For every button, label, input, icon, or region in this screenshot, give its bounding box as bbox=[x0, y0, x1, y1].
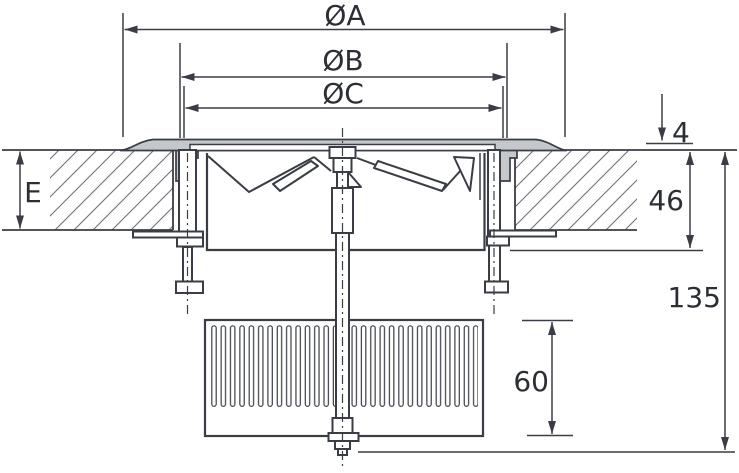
dim-label-46: 46 bbox=[648, 184, 684, 217]
dim-label-e: E bbox=[24, 176, 42, 209]
floor-slab-left bbox=[2, 149, 174, 231]
threaded-rod-left bbox=[132, 149, 204, 316]
dim-label-dia-c: ØC bbox=[322, 77, 364, 110]
hatch-fill-right bbox=[515, 150, 637, 230]
hatch-fill-left bbox=[50, 150, 173, 230]
bolt-head-right bbox=[484, 280, 509, 294]
threaded-rod-right bbox=[484, 149, 557, 316]
dimensions: ØA ØB ØC E 4 46 135 60 bbox=[16, 0, 735, 453]
dim-label-135: 135 bbox=[668, 281, 721, 314]
dim-label-60: 60 bbox=[513, 365, 549, 398]
swirl-blades bbox=[207, 155, 475, 193]
bracket-bar-left bbox=[132, 230, 204, 239]
floor-slab-right bbox=[514, 149, 737, 231]
central-spindle bbox=[327, 128, 360, 470]
dim-label-dia-b: ØB bbox=[322, 44, 363, 77]
dim-label-4: 4 bbox=[672, 116, 690, 149]
bolt-head-left bbox=[175, 280, 204, 294]
dim-label-dia-a: ØA bbox=[324, 0, 365, 32]
bracket-bar-right bbox=[489, 229, 557, 238]
